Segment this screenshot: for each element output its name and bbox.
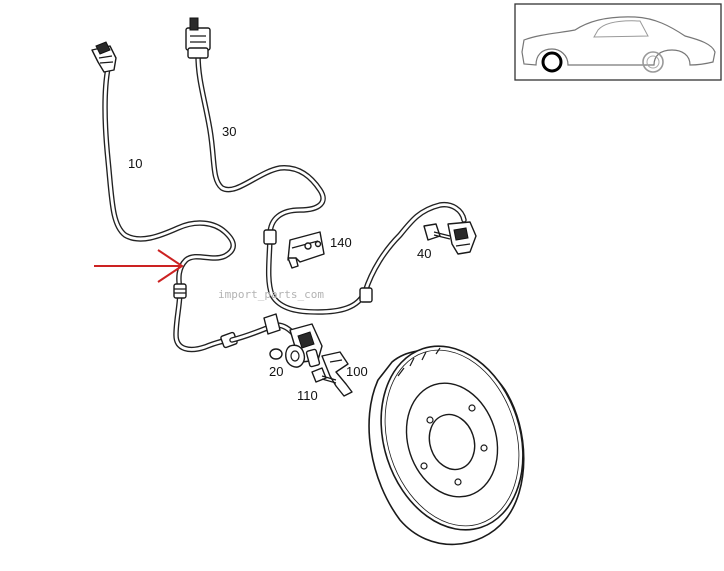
rear-wheel-icon bbox=[642, 51, 664, 73]
callout-10: 10 bbox=[128, 156, 142, 171]
callout-100: 100 bbox=[346, 364, 368, 379]
callout-40: 40 bbox=[417, 246, 431, 261]
indicator-arrow-icon bbox=[94, 249, 184, 283]
brake-disc-icon bbox=[368, 345, 525, 546]
locator-inset bbox=[514, 3, 722, 81]
cable-30 bbox=[185, 17, 467, 315]
cable-grommet bbox=[359, 287, 373, 303]
cable-grommet bbox=[173, 283, 187, 299]
callout-140: 140 bbox=[330, 235, 352, 250]
connector-plug-icon bbox=[185, 17, 211, 59]
car-silhouette bbox=[521, 16, 716, 66]
car-window bbox=[593, 20, 649, 38]
part-100-clip-icon bbox=[321, 351, 353, 397]
rear-wheel-hub-icon bbox=[646, 55, 660, 69]
bolt-icon bbox=[423, 223, 451, 241]
cable-grommet bbox=[263, 229, 277, 245]
connector-plug-icon bbox=[91, 41, 117, 73]
part-110-bolt-icon bbox=[311, 367, 337, 384]
cable-10 bbox=[91, 41, 238, 353]
part-40-sensor-icon bbox=[447, 221, 477, 255]
front-wheel-highlight-icon bbox=[541, 51, 563, 73]
callout-20: 20 bbox=[269, 364, 283, 379]
callout-110: 110 bbox=[297, 388, 318, 403]
part-20-bolt-icon bbox=[269, 344, 306, 368]
callout-30: 30 bbox=[222, 124, 236, 139]
part-140-bracket-icon bbox=[287, 231, 325, 269]
watermark: import_parts_com bbox=[218, 288, 324, 301]
